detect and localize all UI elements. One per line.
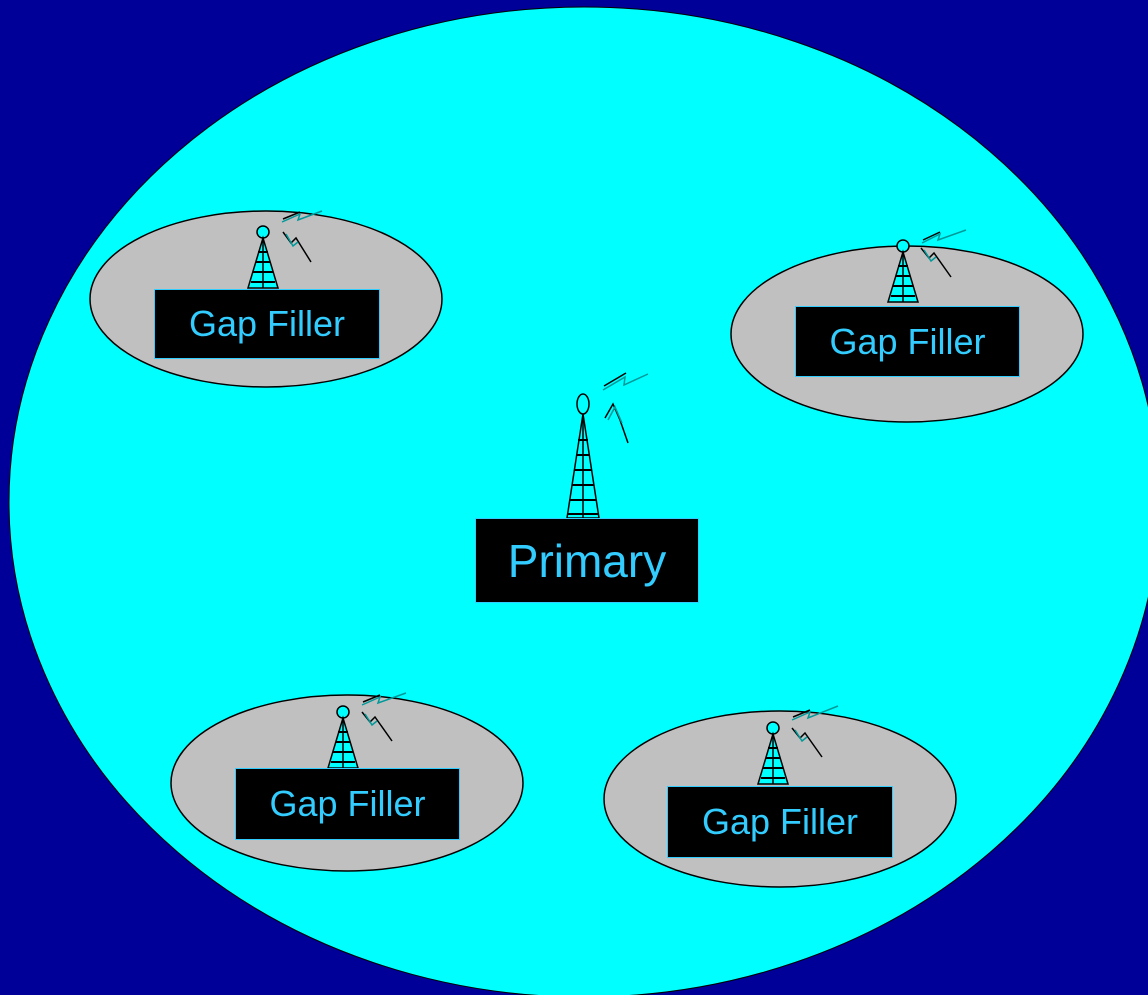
gap-filler-label-top-left: Gap Filler [154,289,380,359]
gap-filler-tower-icon [756,721,790,785]
primary-signal-icon [602,372,649,444]
primary-label: Primary [475,518,699,603]
gap-filler-label-bottom-right: Gap Filler [667,786,893,858]
gap-filler-tower-icon [246,225,280,289]
gap-filler-label-bottom-left: Gap Filler [235,768,460,840]
gap-filler-signal-icon [361,692,407,742]
gap-filler-signal-icon [920,229,967,278]
gap-filler-label-top-right: Gap Filler [795,306,1020,377]
gap-filler-signal-icon [281,210,323,263]
gap-filler-signal-icon [791,705,839,758]
primary-tower-icon [566,393,600,519]
gap-filler-tower-icon [886,239,920,303]
